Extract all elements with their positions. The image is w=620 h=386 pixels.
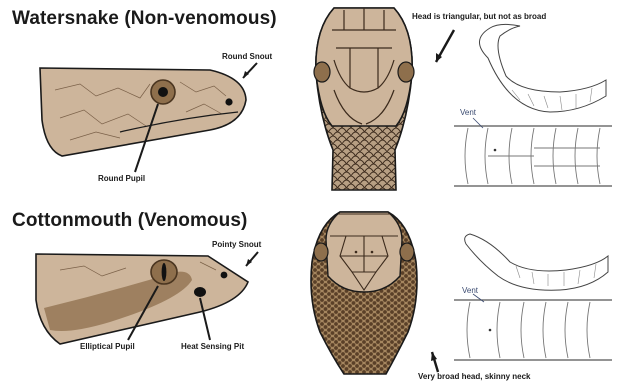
cottonmouth-nostril-icon (221, 272, 228, 279)
watersnake-top-head (314, 8, 454, 190)
watersnake-belly (454, 118, 612, 186)
round-snout-label: Round Snout (222, 52, 272, 61)
elliptical-pupil-icon (162, 263, 167, 281)
watersnake-tail (479, 24, 606, 112)
watersnake-nostril-icon (225, 98, 232, 105)
round-pupil-icon (158, 87, 168, 97)
watersnake-top-left-eye-icon (314, 62, 330, 82)
pointy-snout-label: Pointy Snout (212, 240, 261, 249)
cottonmouth-side-head (36, 252, 258, 344)
round-pupil-label: Round Pupil (98, 174, 145, 183)
cottonmouth-top-right-eye-icon (400, 243, 414, 261)
elliptical-pupil-label: Elliptical Pupil (80, 342, 135, 351)
heat-sensing-pit-label: Heat Sensing Pit (181, 342, 244, 351)
cottonmouth-vent-pointer (473, 294, 484, 302)
cottonmouth-head-shape-label: Very broad head, skinny neck (418, 372, 531, 381)
watersnake-side-head (40, 63, 257, 172)
cottonmouth-vent-label: Vent (462, 286, 478, 295)
watersnake-top-right-eye-icon (398, 62, 414, 82)
cottonmouth-title: Cottonmouth (Venomous) (12, 210, 247, 232)
watersnake-head-shape-label: Head is triangular, but not as broad (412, 12, 546, 21)
heat-sensing-pit-icon (194, 287, 206, 297)
cottonmouth-top-left-eye-icon (314, 243, 328, 261)
cottonmouth-tail (465, 234, 608, 290)
cottonmouth-top-head (311, 212, 438, 374)
watersnake-vent-label: Vent (460, 108, 476, 117)
watersnake-title: Watersnake (Non-venomous) (12, 8, 277, 30)
cottonmouth-belly (454, 294, 612, 360)
